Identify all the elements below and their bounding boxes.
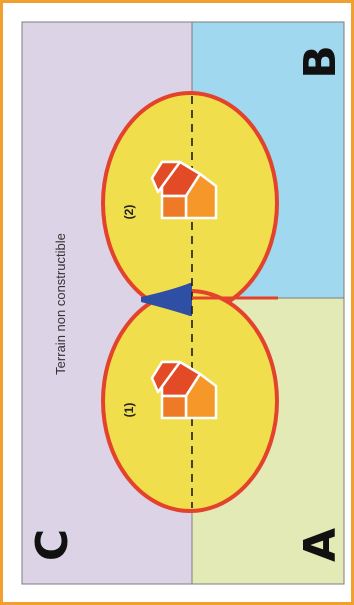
overlap-area bbox=[141, 283, 190, 316]
zone-b-label: B bbox=[295, 45, 346, 79]
house-2-label: (2) bbox=[122, 205, 136, 220]
house-icon bbox=[150, 360, 218, 420]
terrain-label: Terrain non constructible bbox=[53, 233, 68, 375]
zone-a-label: A bbox=[295, 528, 346, 562]
zones-border bbox=[21, 21, 345, 585]
zone-c-label: C bbox=[27, 529, 78, 561]
house-icon bbox=[150, 160, 218, 220]
house-1-label: (1) bbox=[122, 403, 136, 418]
